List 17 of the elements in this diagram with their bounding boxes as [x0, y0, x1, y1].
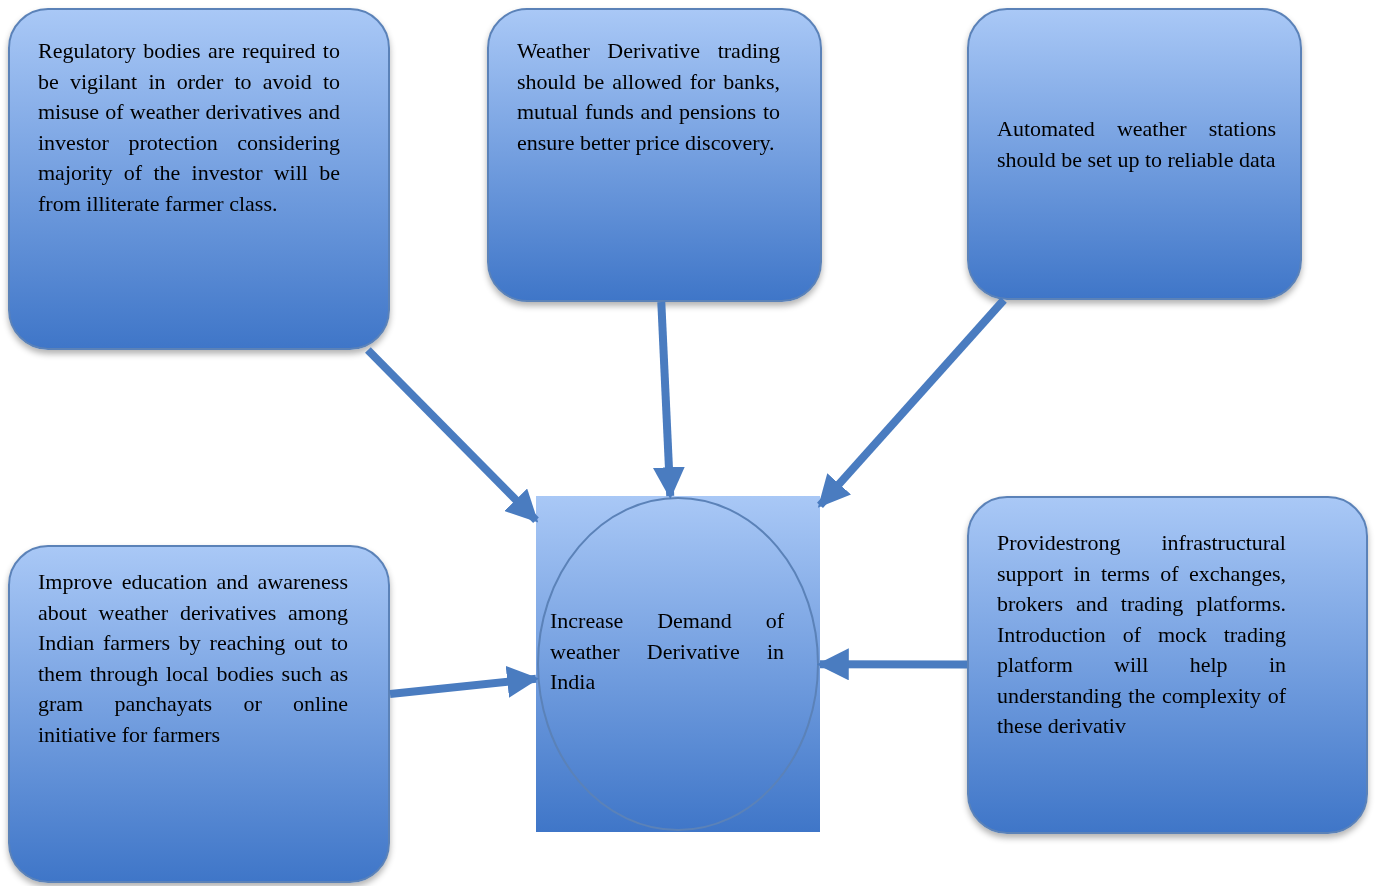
arrow — [817, 297, 1007, 509]
process-box — [8, 545, 390, 883]
arrow — [389, 665, 540, 699]
ellipse-node — [536, 496, 820, 832]
arrow — [365, 347, 539, 524]
arrow — [816, 648, 967, 681]
process-box — [8, 8, 390, 350]
box-text: Regulatory bodies are required to be vigilant in order to avoid to misuse of weather derivatives and investor protection considering majority of the investor will be from illiterate farmer class. — [38, 37, 340, 218]
box-text: Providestrong infrastructural support in terms of exchanges, brokers and trading platforms. Introduction of mock trading platform will help in understanding the complexity of these derivativ — [997, 529, 1286, 740]
box-text: Increase Demand of weather Derivative in India — [550, 607, 784, 696]
box-text: Automated weather stations should be set up to reliable data — [997, 115, 1276, 174]
process-box — [967, 496, 1368, 834]
box-text: Weather Derivative trading should be allowed for banks, mutual funds and pensions to ensure better price discovery. — [517, 37, 780, 157]
process-box — [487, 8, 822, 302]
box-text: Improve education and awareness about weather derivatives among Indian farmers by reaching out to them through local bodies such as gram panchayats or online initiative for farmers — [38, 568, 348, 749]
arrow — [652, 301, 685, 500]
process-box — [967, 8, 1302, 300]
